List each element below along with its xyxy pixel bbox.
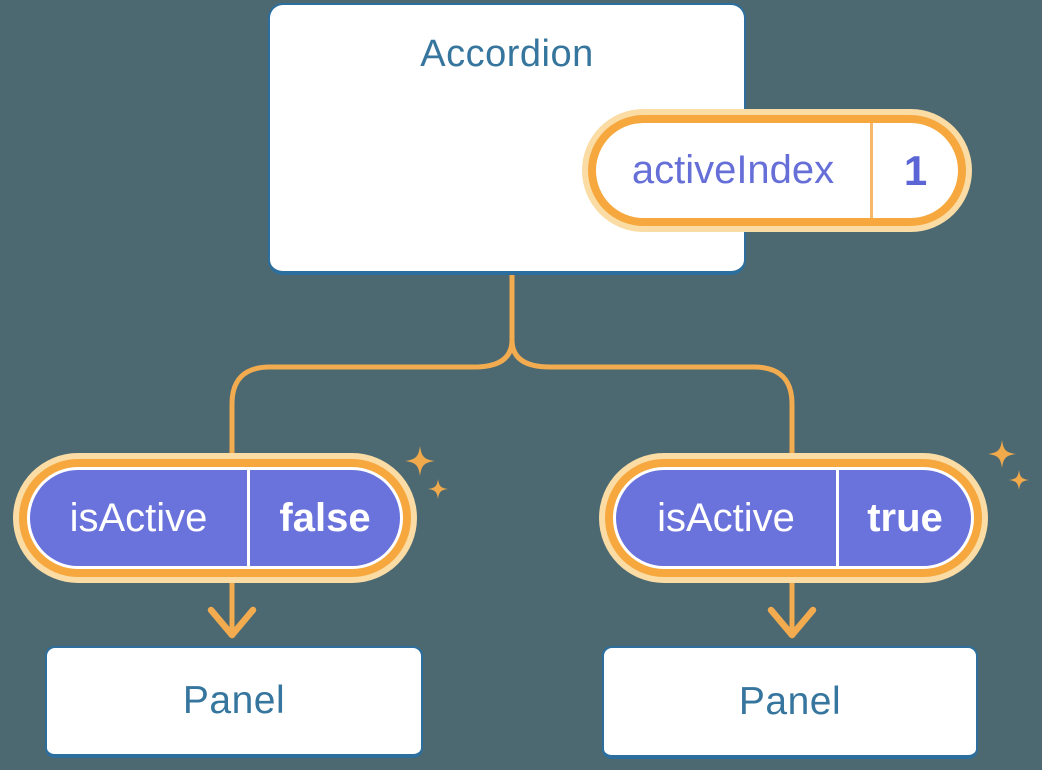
- sparkle-icon: [1009, 470, 1029, 490]
- panel-label: Panel: [738, 679, 842, 723]
- prop-pill-ring: isActive false: [19, 459, 411, 577]
- state-pill: activeIndex 1: [582, 109, 972, 232]
- prop-value: true: [867, 495, 943, 540]
- prop-pill-ring: isActive true: [605, 459, 982, 577]
- state-value: 1: [903, 146, 928, 194]
- state-pill-body: activeIndex 1: [596, 123, 958, 218]
- panel-card-right: Panel: [602, 646, 978, 759]
- prop-name: isActive: [657, 495, 795, 540]
- state-name: activeIndex: [631, 148, 835, 192]
- prop-pill-isactive-false: isActive false: [13, 453, 417, 583]
- panel-label: Panel: [182, 679, 286, 722]
- prop-pill-gap: isActive false: [27, 467, 403, 569]
- prop-name: isActive: [69, 495, 208, 540]
- accordion-title: Accordion: [420, 33, 594, 75]
- prop-pill-body: isActive false: [30, 470, 400, 566]
- pill-divider: [247, 470, 250, 566]
- pill-divider: [836, 470, 839, 566]
- arrowhead-down-icon: [767, 606, 817, 639]
- accordion-card: Accordion activeIndex 1: [268, 3, 972, 275]
- wire-left-branch: [229, 273, 515, 633]
- prop-value: false: [279, 495, 371, 540]
- prop-pill-body: isActive true: [616, 470, 971, 566]
- wire-right-branch: [509, 273, 795, 633]
- state-pill-ring: activeIndex 1: [588, 115, 966, 226]
- panel-card-left: Panel: [45, 646, 423, 758]
- sparkle-icon: [428, 479, 448, 499]
- prop-pill-gap: isActive true: [613, 467, 974, 569]
- pill-divider: [870, 123, 873, 218]
- sparkle-icon: [405, 446, 435, 476]
- prop-pill-isactive-true: isActive true: [599, 453, 988, 583]
- arrowhead-down-icon: [207, 606, 257, 639]
- sparkle-icon: [988, 440, 1016, 468]
